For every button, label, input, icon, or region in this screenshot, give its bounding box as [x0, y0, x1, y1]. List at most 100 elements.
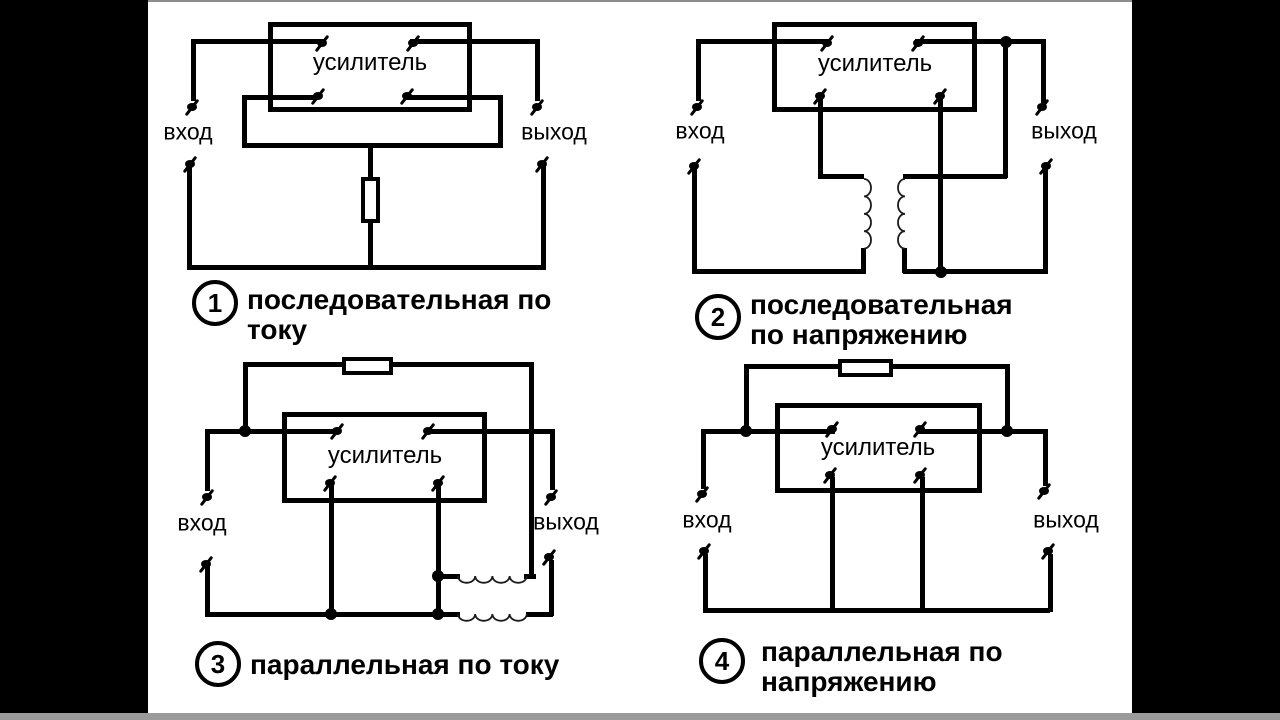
wire [744, 364, 838, 369]
wire [830, 477, 835, 610]
diagram-number-badge: 4 [699, 638, 745, 684]
junction-dot [325, 608, 337, 620]
wire [893, 364, 1009, 369]
amplifier-box [772, 22, 977, 112]
terminal-icon [929, 85, 951, 107]
diagram-number-badge: 1 [192, 280, 238, 326]
terminal-icon [1035, 155, 1057, 177]
wire [393, 362, 533, 367]
terminal-icon [402, 32, 424, 54]
wire [529, 362, 534, 578]
wire [410, 39, 539, 44]
input-label: вход [163, 118, 213, 145]
terminal-icon [819, 464, 841, 486]
junction-dot [239, 425, 251, 437]
wire [205, 566, 210, 616]
output-label: выход [1031, 117, 1097, 144]
wire [187, 166, 192, 270]
wire [920, 477, 925, 610]
caption-line: параллельная по току [250, 649, 560, 680]
top-divider [148, 0, 1132, 2]
wire [1043, 168, 1048, 273]
wire [191, 39, 196, 101]
terminal-icon [538, 546, 560, 568]
terminal-icon [686, 96, 708, 118]
diagram-canvas [148, 0, 1132, 714]
wire [187, 265, 545, 270]
junction-dot [740, 425, 752, 437]
feedback-network-box [242, 95, 503, 148]
wire [696, 39, 701, 101]
terminal-icon [1037, 540, 1059, 562]
terminal-icon [326, 420, 348, 442]
terminal-icon [1033, 480, 1055, 502]
wire [818, 95, 823, 178]
output-label: выход [533, 508, 599, 535]
caption-line: напряжению [761, 666, 937, 697]
terminal-icon [307, 85, 329, 107]
output-label: выход [1033, 506, 1099, 533]
terminal-icon [396, 85, 418, 107]
diagram-number-badge: 3 [195, 641, 241, 687]
caption-line: току [247, 314, 308, 345]
diagram-caption: последовательная по напряжению [750, 290, 1013, 350]
wire [368, 221, 373, 269]
terminal-icon [417, 420, 439, 442]
terminal-icon [909, 418, 931, 440]
wire [701, 429, 835, 434]
amplifier-box [282, 412, 487, 503]
wire [541, 166, 546, 270]
wire [902, 248, 907, 273]
inductor-coil-icon [897, 178, 906, 250]
terminal-icon [531, 153, 553, 175]
terminal-icon [821, 418, 843, 440]
output-label: выход [521, 118, 587, 145]
terminal-icon [427, 472, 449, 494]
wire [436, 574, 460, 579]
amplifier-label: усилитель [817, 50, 933, 77]
caption-line: последовательная [750, 289, 1013, 320]
wire [692, 269, 866, 274]
terminal-icon [1031, 96, 1053, 118]
terminal-icon [816, 32, 838, 54]
wire [1048, 554, 1053, 612]
terminal-icon [907, 32, 929, 54]
wire [903, 174, 1007, 179]
wire [1003, 39, 1008, 178]
wire [242, 95, 316, 100]
terminal-icon [319, 472, 341, 494]
wire [703, 554, 708, 612]
wire [818, 174, 864, 179]
input-label: вход [682, 506, 732, 533]
terminal-icon [526, 96, 548, 118]
diagram-caption: параллельная по напряжению [761, 637, 1003, 697]
wire [938, 95, 943, 273]
amplifier-box [268, 22, 472, 112]
wire [744, 364, 749, 431]
inductor-coil-icon [457, 575, 528, 584]
wire [535, 39, 540, 101]
input-label: вход [675, 117, 725, 144]
wire [703, 608, 1050, 613]
terminal-icon [693, 540, 715, 562]
inductor-coil-icon [863, 178, 872, 250]
terminal-icon [311, 32, 333, 54]
terminal-icon [909, 464, 931, 486]
wire [368, 146, 373, 179]
wire [701, 429, 706, 489]
wire [329, 485, 334, 616]
terminal-icon [196, 486, 218, 508]
wire [205, 429, 340, 434]
resistor [838, 359, 893, 377]
diagram-caption: последовательная по току [247, 285, 551, 345]
terminal-icon [181, 96, 203, 118]
caption-line: параллельная по [761, 636, 1003, 667]
caption-line: по напряжению [750, 319, 968, 350]
terminal-icon [809, 85, 831, 107]
wire [1041, 39, 1046, 103]
junction-dot [1001, 425, 1013, 437]
